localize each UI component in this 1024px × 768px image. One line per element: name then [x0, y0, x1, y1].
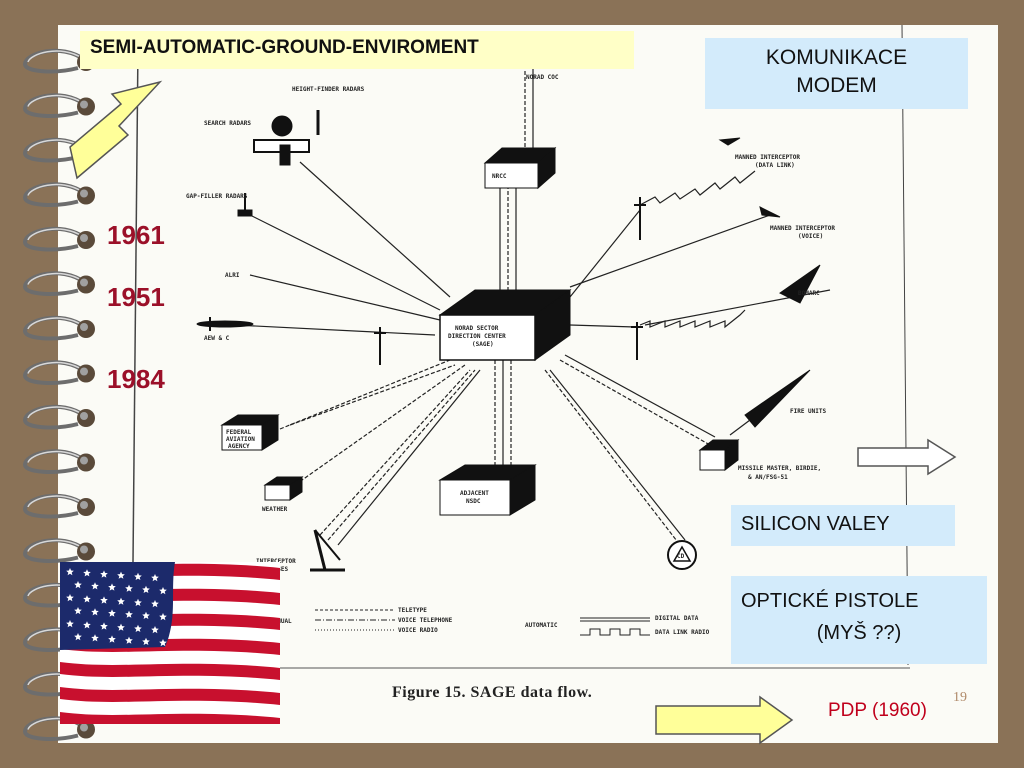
label-manned-voice-1: MANNED INTERCEPTOR — [770, 225, 835, 232]
label-alri: ALRI — [225, 272, 240, 279]
legend-voice-radio: VOICE RADIO — [398, 627, 438, 634]
label-cd: CD — [677, 553, 685, 560]
pdp-label: PDP (1960) — [828, 700, 927, 721]
slide-title: SEMI-AUTOMATIC-GROUND-ENVIROMENT — [80, 31, 634, 69]
label-faa-1: FEDERAL — [226, 429, 252, 436]
year-1961: 1961 — [107, 220, 165, 250]
opticke-line1: OPTICKÉ PISTOLE — [741, 590, 919, 612]
label-adjacent-1: ADJACENT — [460, 490, 489, 497]
legend-automatic: AUTOMATIC — [525, 622, 558, 629]
legend-teletype: TELETYPE — [398, 607, 427, 614]
label-missile-2: & AN/FSG-51 — [748, 474, 788, 481]
label-center-3: (SAGE) — [472, 341, 494, 348]
year-1951: 1951 — [107, 282, 165, 312]
label-height-finder: HEIGHT-FINDER RADARS — [292, 86, 365, 93]
label-nrcc: NRCC — [492, 173, 507, 180]
opticke-pistole-box: OPTICKÉ PISTOLE (MYŠ ??) — [731, 576, 987, 664]
silicon-valey-box: SILICON VALEY — [731, 505, 955, 546]
label-adjacent-2: NSDC — [466, 498, 481, 505]
label-missile-1: MISSILE MASTER, BIRDIE, — [738, 465, 821, 472]
label-manned-data-2: (DATA LINK) — [755, 162, 795, 169]
label-search-radars: SEARCH RADARS — [204, 120, 251, 127]
label-gap-filler: GAP-FILLER RADARS — [186, 193, 248, 200]
label-faa-2: AVIATION — [226, 436, 255, 443]
label-manned-voice-2: (VOICE) — [798, 233, 823, 240]
label-aewc: AEW & C — [204, 335, 230, 342]
legend-manual: MANUAL — [270, 618, 292, 625]
legend-voice-telephone: VOICE TELEPHONE — [398, 617, 453, 624]
label-fire-units: FIRE UNITS — [790, 408, 827, 415]
opticke-line2: (MYŠ ??) — [816, 622, 902, 644]
komunikace-box: KOMUNIKACE MODEM — [705, 38, 968, 109]
komunikace-line1: KOMUNIKACE — [765, 46, 908, 69]
komunikace-line2: MODEM — [796, 74, 877, 97]
label-center-2: DIRECTION CENTER — [448, 333, 506, 340]
diagram-caption: Figure 15. SAGE data flow. — [392, 684, 593, 701]
year-1984: 1984 — [107, 364, 165, 394]
legend-data-link-radio: DATA LINK RADIO — [655, 629, 710, 636]
us-flag-icon — [60, 562, 280, 724]
page-number: 19 — [953, 690, 967, 705]
label-center-1: NORAD SECTOR — [455, 325, 499, 332]
label-weather: WEATHER — [262, 506, 288, 513]
label-bomarc: BOMARC — [798, 290, 820, 297]
label-faa-3: AGENCY — [228, 443, 250, 450]
legend-digital-data: DIGITAL DATA — [655, 615, 699, 622]
label-interceptor-1: INTERCEPTOR — [256, 558, 296, 565]
label-manned-data-1: MANNED INTERCEPTOR — [735, 154, 800, 161]
label-norad-coc: NORAD COC — [526, 74, 559, 81]
